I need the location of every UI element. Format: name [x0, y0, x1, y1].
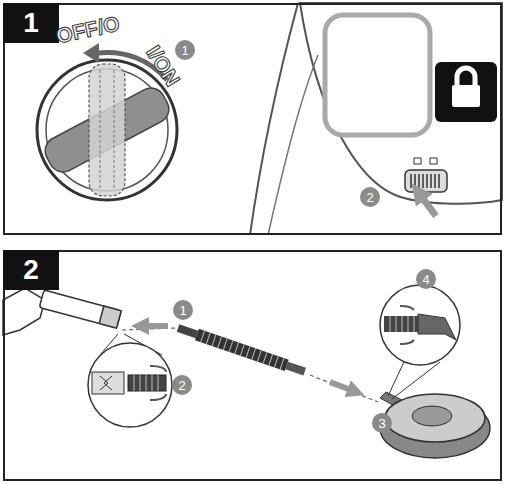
callout-text: 1: [181, 43, 188, 58]
device-housing: [405, 170, 447, 192]
detail-inset: [88, 343, 172, 427]
step-header: 1: [3, 3, 59, 43]
selector-dial: [83, 43, 99, 63]
selector-dial: [100, 70, 101, 190]
spray-wand: [201, 331, 284, 370]
spray-gun: [3, 288, 45, 335]
device-housing: [452, 85, 480, 107]
detail-inset: [100, 376, 112, 390]
step-header: 2: [3, 250, 59, 290]
callout-number: 3: [372, 413, 392, 433]
device-housing: [418, 192, 436, 216]
callout-text: 2: [178, 378, 185, 393]
device-housing: [430, 158, 437, 164]
selector-dial: [37, 60, 177, 200]
device-housing: [250, 3, 298, 235]
device-housing: [435, 62, 497, 122]
brush-attachment: [385, 394, 485, 442]
spray-wand: [195, 329, 289, 371]
brush-attachment: [380, 362, 490, 458]
device-housing: [325, 15, 430, 135]
selector-dial: [89, 64, 125, 196]
detail-inset: [400, 340, 414, 344]
callout-text: 2: [366, 190, 373, 205]
detail-inset: [390, 316, 414, 332]
device-housing: [250, 3, 502, 235]
callout-number: 2: [172, 375, 192, 395]
brush-attachment: [412, 406, 452, 426]
callout-number: 1: [175, 40, 195, 60]
brush-attachment: [392, 362, 440, 399]
detail-inset: [150, 394, 166, 400]
spray-wand: [310, 375, 378, 402]
spray-wand: [177, 324, 199, 338]
detail-inset: [128, 375, 166, 391]
spray-wand: [330, 382, 356, 392]
detail-inset: [380, 285, 460, 365]
device-housing: [457, 68, 475, 85]
device-housing: [300, 3, 502, 204]
step-number: 2: [23, 254, 39, 286]
spray-gun: [39, 290, 121, 328]
spray-wand: [285, 362, 306, 376]
spray-wand: [176, 322, 307, 377]
spray-gun: [99, 306, 121, 328]
callout-number: 4: [416, 269, 436, 289]
callout-text: 3: [378, 416, 385, 431]
callout-text: 1: [179, 303, 186, 318]
device-housing: [414, 158, 421, 164]
step-number: 1: [23, 7, 39, 39]
step-panel: 2 1 2 3 4: [3, 250, 502, 481]
detail-inset: [418, 314, 456, 340]
detail-inset: [400, 306, 414, 310]
callout-number: 2: [360, 187, 380, 207]
selector-dial: [114, 70, 115, 190]
callout-text: 4: [422, 272, 429, 287]
spray-gun: [39, 290, 121, 328]
callout-number: 1: [173, 300, 193, 320]
detail-inset: [384, 316, 418, 332]
dial-position-label: OFF/O: [54, 12, 122, 49]
detail-inset: [92, 372, 124, 394]
brush-attachment: [388, 362, 404, 396]
device-housing: [411, 174, 439, 188]
detail-inset: [88, 285, 460, 427]
device-housing: [268, 55, 318, 235]
spray-gun: [3, 288, 176, 335]
detail-inset: [134, 375, 158, 391]
spray-wand: [176, 322, 378, 402]
detail-inset: [150, 366, 166, 372]
spray-gun: [140, 323, 168, 329]
